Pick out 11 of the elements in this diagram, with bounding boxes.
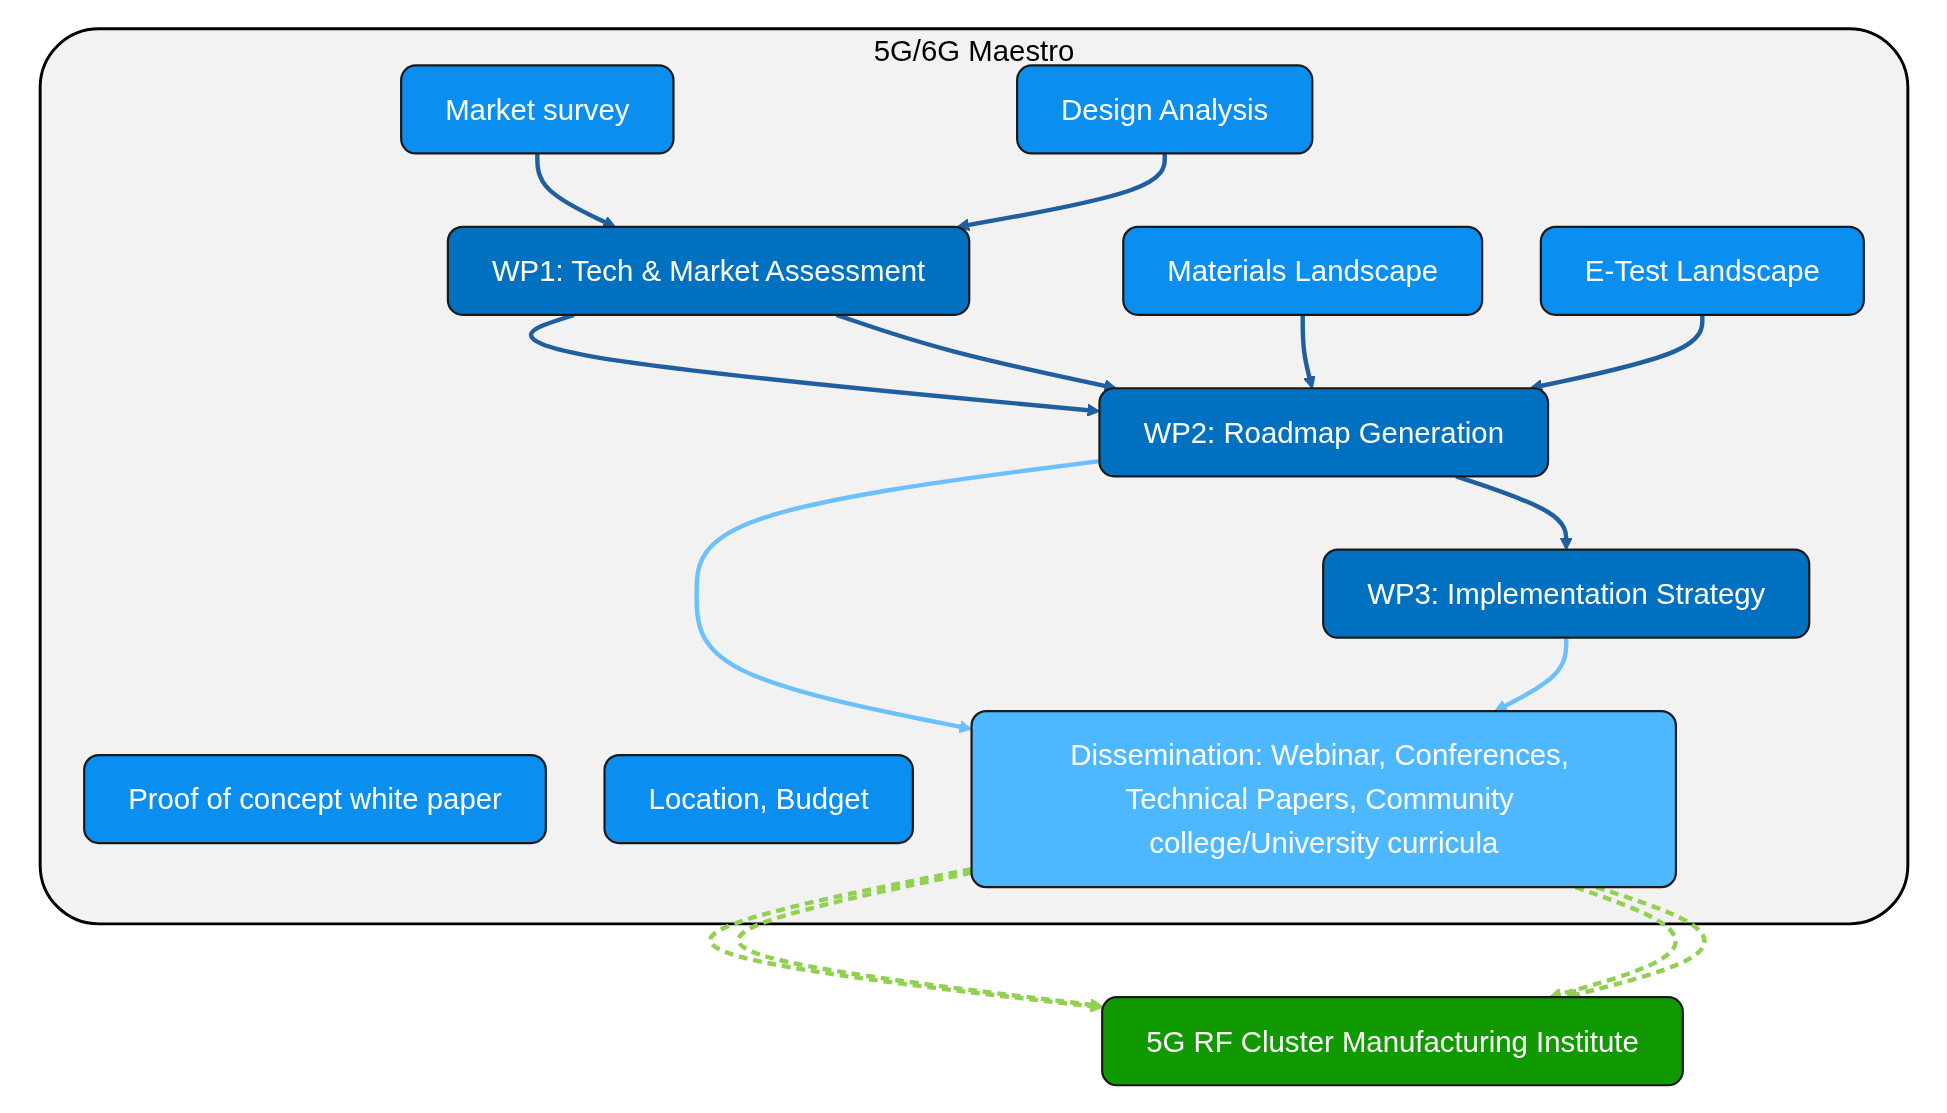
node-box: Materials Landscape <box>1121 225 1483 316</box>
node-box: Proof of concept white paper <box>82 753 547 844</box>
node-box: Design Analysis <box>1015 63 1313 155</box>
node-box: WP1: Tech & Market Assessment <box>446 225 970 316</box>
node-box: 5G RF Cluster Manufacturing Institute <box>1100 995 1684 1086</box>
node-box: Dissemination: Webinar, Conferences, Technical Papers, Community college/University curricula <box>969 709 1677 888</box>
node-box: Market survey <box>399 63 675 155</box>
node-box: WP3: Implementation Strategy <box>1321 548 1810 639</box>
node-box: E-Test Landscape <box>1539 225 1865 316</box>
node-box: WP2: Roadmap Generation <box>1097 386 1549 477</box>
node-box: Location, Budget <box>602 753 914 844</box>
